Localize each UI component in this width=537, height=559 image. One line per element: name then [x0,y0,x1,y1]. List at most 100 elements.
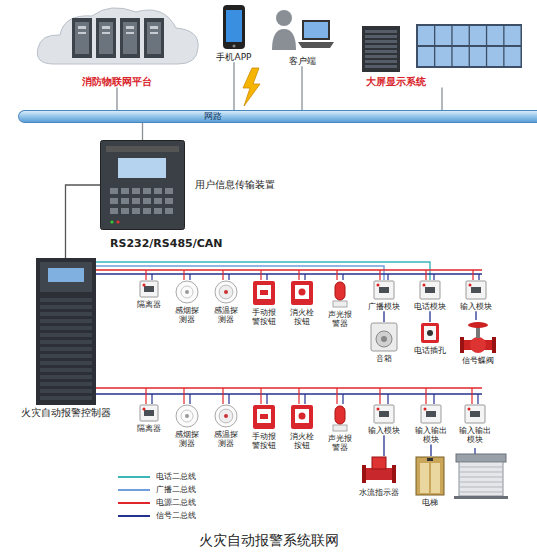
legend-row: 电话二总线 [118,470,196,483]
connector [441,88,442,111]
node-label: 消防物联网平台 [28,76,206,88]
legend-swatch [118,502,150,504]
caption-box: 火灾自动报警系统联网 [0,532,537,550]
icon-holder [249,404,279,430]
node-label: 广播模块 [364,302,404,311]
wireless-bolt [243,68,260,106]
icon-holder [364,280,404,300]
connector [429,311,430,322]
icon-holder [211,404,241,428]
connector [233,62,234,110]
node-label: 音箱 [367,354,401,363]
icon-holder [410,456,450,496]
hydrant-button: 消火栓按钮 [287,280,317,326]
connector [301,66,302,110]
module-icon [420,404,442,424]
client-terminal: 客户端 [266,6,338,66]
speaker-icon [370,322,398,352]
icon-holder [356,456,402,486]
icon-holder [367,322,401,352]
module-icon [139,280,159,298]
legend-row: 电源二总线 [118,496,196,509]
screen-icon [360,22,524,74]
elevator-icon [415,456,445,496]
heat-icon [214,404,238,428]
strobe-alarm: 声光报警器 [325,280,355,328]
io-module: 输入输出模块 [456,404,494,444]
connector [430,444,431,456]
icon-holder [456,404,494,424]
icon-holder [212,4,256,50]
icon-holder [325,404,355,432]
network-pipe: 网路 [18,110,537,123]
legend-text: 电话二总线 [156,471,196,482]
phone-module: 电话模块 [410,280,450,311]
manual-icon [252,404,276,430]
node-label: 火灾自动报警控制器 [18,407,113,419]
legend-row: 信号二总线 [118,509,196,522]
node-label: 输入模块 [364,426,404,435]
big-screen-system: 大屏显示系统 [356,22,528,88]
speaker: 音箱 [367,322,401,363]
icon-holder [211,280,241,304]
node-label: 输入模块 [456,302,496,311]
alarm-controller: 火灾自动报警控制器 [18,258,113,419]
icon-holder [454,320,502,354]
node-label: 感烟探测器 [172,306,202,324]
strobe-icon [331,404,349,432]
node-label: 电梯 [410,498,450,507]
node-label: 网路 [19,111,537,122]
module-icon [139,404,159,422]
isolator: 隔离器 [132,280,166,309]
jack-icon [420,322,440,344]
module-icon [373,280,395,300]
module-icon [465,280,487,300]
icon-holder [356,22,528,74]
elevator: 电梯 [410,456,450,507]
bus-drops [146,270,479,280]
icon-holder [287,280,317,306]
hydrant-icon [290,280,314,306]
node-label: 手动报警按钮 [249,308,279,326]
icon-holder [172,280,202,304]
rolling-door [454,448,508,499]
connector [383,311,384,322]
io-module: 输入输出模块 [412,404,450,444]
node-label: 感温探测器 [211,306,241,324]
isolator: 隔离器 [132,404,166,433]
node-label: 电话插孔 [410,346,450,355]
legend-swatch [118,515,150,517]
node-label: 电话模块 [410,302,450,311]
manual-call-point: 手动报警按钮 [249,280,279,326]
manual-call-point: 手动报警按钮 [249,404,279,450]
phone-jack: 电话插孔 [410,322,450,355]
hydrant-icon [290,404,314,430]
phone-app: 手机APP [212,4,256,62]
strobe-icon [331,280,349,308]
power-bus [95,387,482,388]
icon-holder [456,280,496,300]
node-label: 隔离器 [132,300,166,309]
hydrant-button: 消火栓按钮 [287,404,317,450]
input-module: 输入模块 [364,404,404,435]
edge-label: RS232/RS485/CAN [110,237,223,250]
flow-icon [362,456,396,486]
signal-bus [95,393,482,394]
valve-icon [460,320,496,354]
node-label: 手机APP [212,52,256,62]
node-label: 用户信息传输装置 [195,179,275,191]
icon-holder [132,280,166,298]
icon-holder [364,404,404,424]
heat-detector: 感温探测器 [211,280,241,324]
caption: 火灾自动报警系统联网 [199,533,339,548]
legend-text: 信号二总线 [156,510,196,521]
connector [475,311,476,320]
heat-icon [214,280,238,304]
phone-icon [222,4,246,50]
node-label: 输入输出模块 [412,426,450,444]
node-label: 隔离器 [132,424,166,433]
node-label: 感温探测器 [211,430,241,448]
bus-drops [146,388,478,404]
icon-holder [28,2,206,74]
legend-text: 电源二总线 [156,497,196,508]
